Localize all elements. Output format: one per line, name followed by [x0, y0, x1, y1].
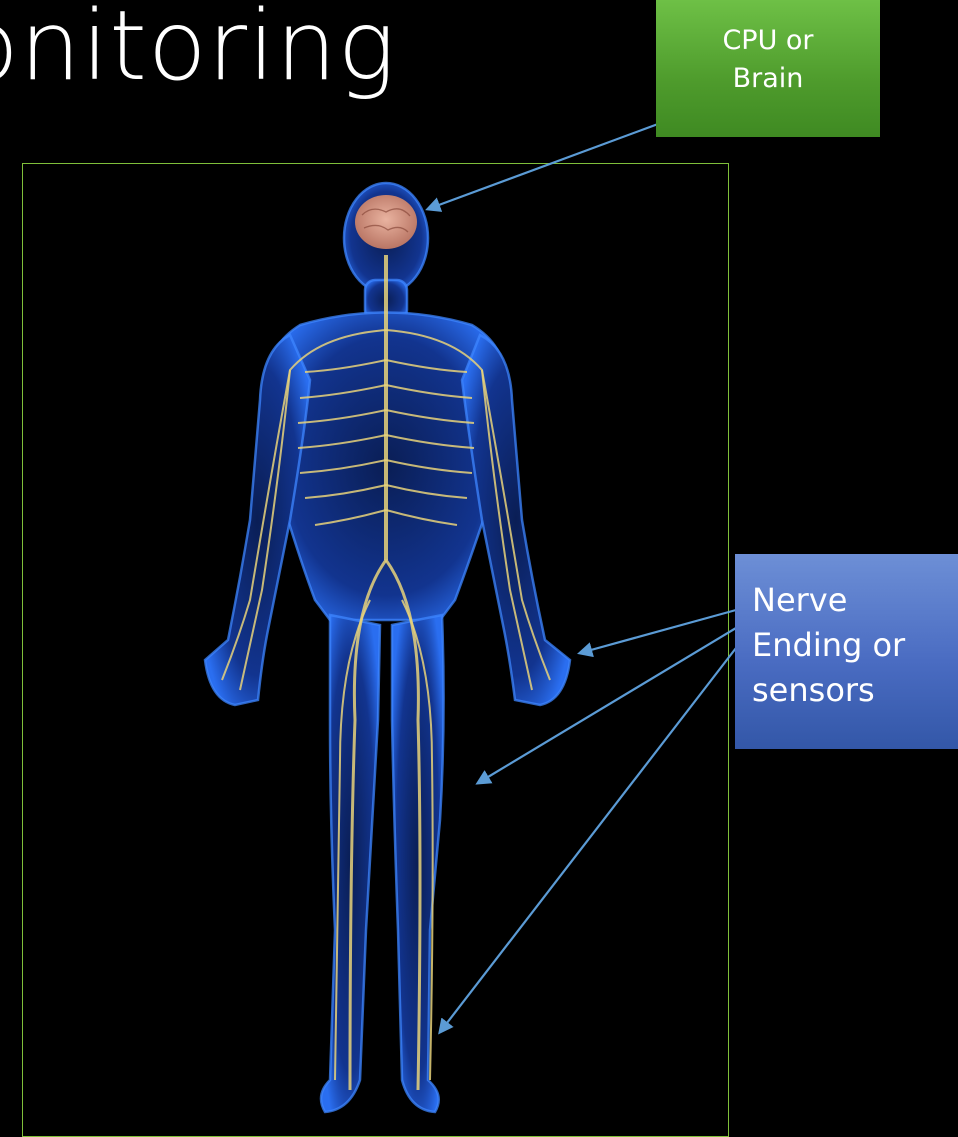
brain — [355, 195, 417, 249]
nerve-sensor-callout: Nerve Ending or sensors — [735, 554, 958, 749]
callout-line: sensors — [752, 668, 958, 713]
callout-line: Ending or — [752, 623, 958, 668]
callout-line: Brain — [656, 60, 880, 98]
pointer-arrows — [428, 124, 736, 1032]
arrow-to-hand — [580, 610, 736, 653]
arrow-to-brain — [428, 124, 658, 209]
cpu-brain-callout: CPU or Brain — [656, 0, 880, 137]
arrow-to-foot — [440, 648, 736, 1032]
callout-line: CPU or — [656, 22, 880, 60]
callout-line: Nerve — [752, 578, 958, 623]
